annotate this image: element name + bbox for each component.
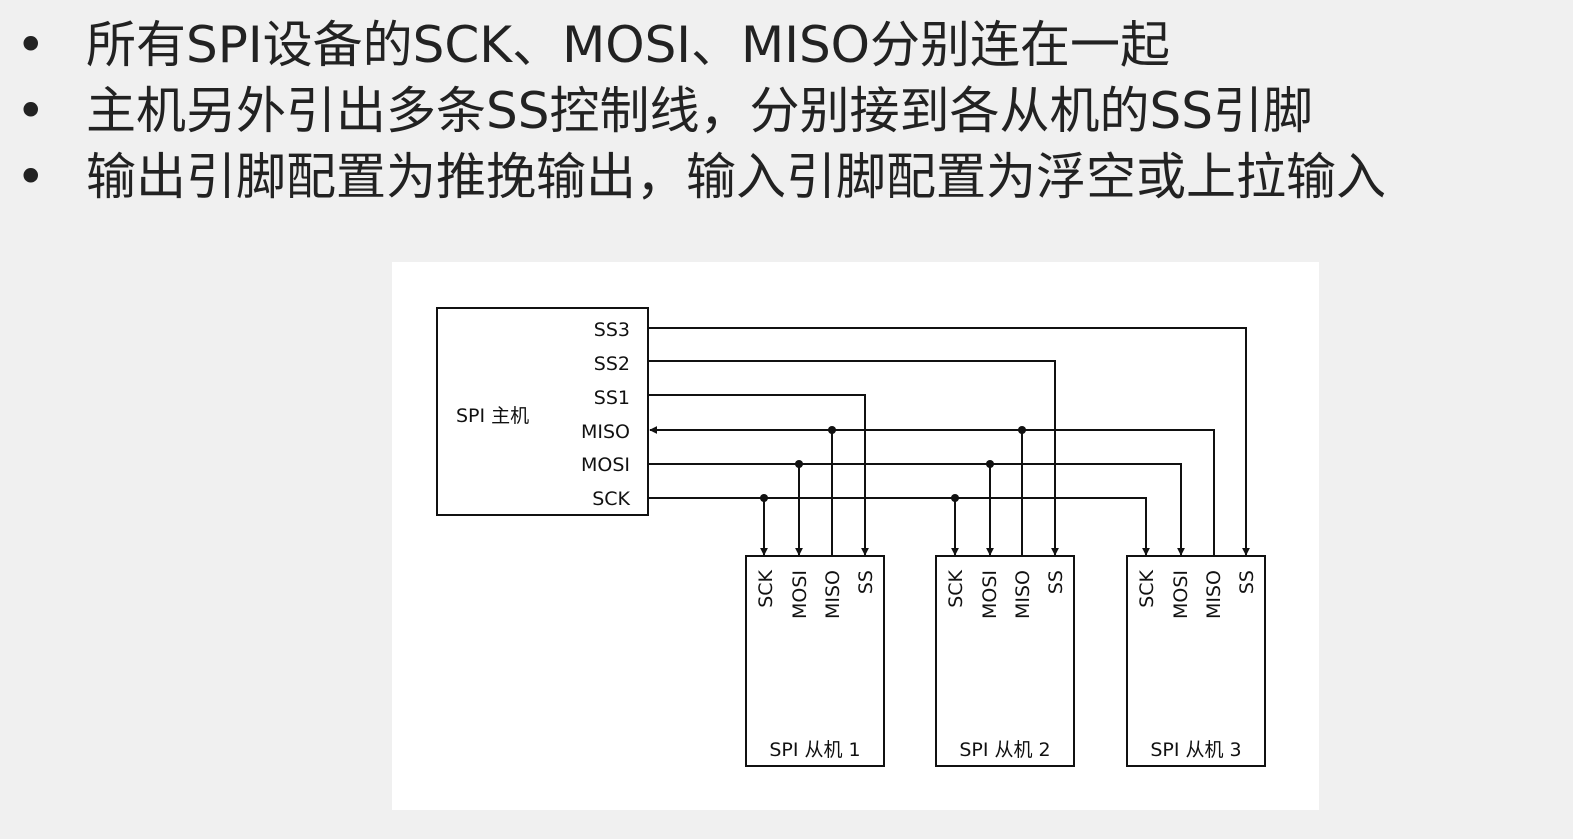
junction-dot	[828, 426, 836, 434]
bullet-dot: •	[16, 16, 46, 74]
slave1-pin-sck: SCK	[755, 569, 777, 607]
bullet-dot: •	[16, 148, 46, 206]
bullet-item-2: • 主机另外引出多条SS控制线，分别接到各从机的SS引脚	[0, 78, 1573, 144]
slave2-pin-ss: SS	[1045, 570, 1067, 594]
slave-box-1	[745, 555, 885, 767]
wire-mosi-bus	[648, 463, 1185, 556]
master-pin-ss1: SS1	[594, 387, 630, 409]
bullet-text: 输出引脚配置为推挽输出，输入引脚配置为浮空或上拉输入	[86, 148, 1386, 206]
junction-dot	[951, 494, 959, 502]
wires	[648, 327, 1250, 556]
spi-wiring-diagram: SPI 主机 SS3 SS2 SS1 MISO MOSI SCK SPI 从机 …	[392, 262, 1319, 810]
junction-dot	[986, 460, 994, 468]
slave3-pin-mosi: MOSI	[1170, 570, 1192, 619]
bullet-dot: •	[16, 82, 46, 140]
master-pin-ss3: SS3	[594, 319, 630, 341]
slave1-pin-miso: MISO	[822, 570, 844, 619]
slave-label-1: SPI 从机 1	[769, 739, 860, 761]
junction-dot	[1018, 426, 1026, 434]
slave-box-2	[935, 555, 1075, 767]
slave-label-2: SPI 从机 2	[959, 739, 1050, 761]
wire-ss2	[648, 360, 1059, 556]
wire-miso-bus	[649, 426, 1215, 556]
bullet-list: • 所有SPI设备的SCK、MOSI、MISO分别连在一起 • 主机另外引出多条…	[0, 12, 1573, 210]
master-pin-ss2: SS2	[594, 353, 630, 375]
junction-dot	[795, 460, 803, 468]
bullet-item-3: • 输出引脚配置为推挽输出，输入引脚配置为浮空或上拉输入	[0, 144, 1573, 210]
slave-label-3: SPI 从机 3	[1150, 739, 1241, 761]
wire-ss1	[648, 394, 869, 556]
slave3-pin-miso: MISO	[1203, 570, 1225, 619]
master-pin-mosi: MOSI	[581, 454, 630, 476]
slave-box-3	[1126, 555, 1266, 767]
slave3-pin-ss: SS	[1236, 570, 1258, 594]
slave1-pin-mosi: MOSI	[789, 570, 811, 619]
slave2-pin-mosi: MOSI	[979, 570, 1001, 619]
junction-dot	[760, 494, 768, 502]
wire-sck-bus	[648, 497, 1150, 556]
junction-dots	[760, 426, 1026, 502]
bullet-text: 主机另外引出多条SS控制线，分别接到各从机的SS引脚	[86, 82, 1313, 140]
slave2-pin-sck: SCK	[945, 569, 967, 607]
master-pin-sck: SCK	[592, 488, 630, 510]
slave1-pin-ss: SS	[855, 570, 877, 594]
master-label: SPI 主机	[456, 405, 529, 427]
slave2-pin-miso: MISO	[1012, 570, 1034, 619]
master-box	[436, 307, 649, 516]
wire-ss3	[648, 327, 1250, 556]
diagram-canvas: SPI 主机 SS3 SS2 SS1 MISO MOSI SCK SPI 从机 …	[436, 307, 1266, 767]
bullet-text: 所有SPI设备的SCK、MOSI、MISO分别连在一起	[86, 16, 1171, 74]
slave3-pin-sck: SCK	[1136, 569, 1158, 607]
bullet-item-1: • 所有SPI设备的SCK、MOSI、MISO分别连在一起	[0, 12, 1573, 78]
master-pin-miso: MISO	[581, 421, 630, 443]
